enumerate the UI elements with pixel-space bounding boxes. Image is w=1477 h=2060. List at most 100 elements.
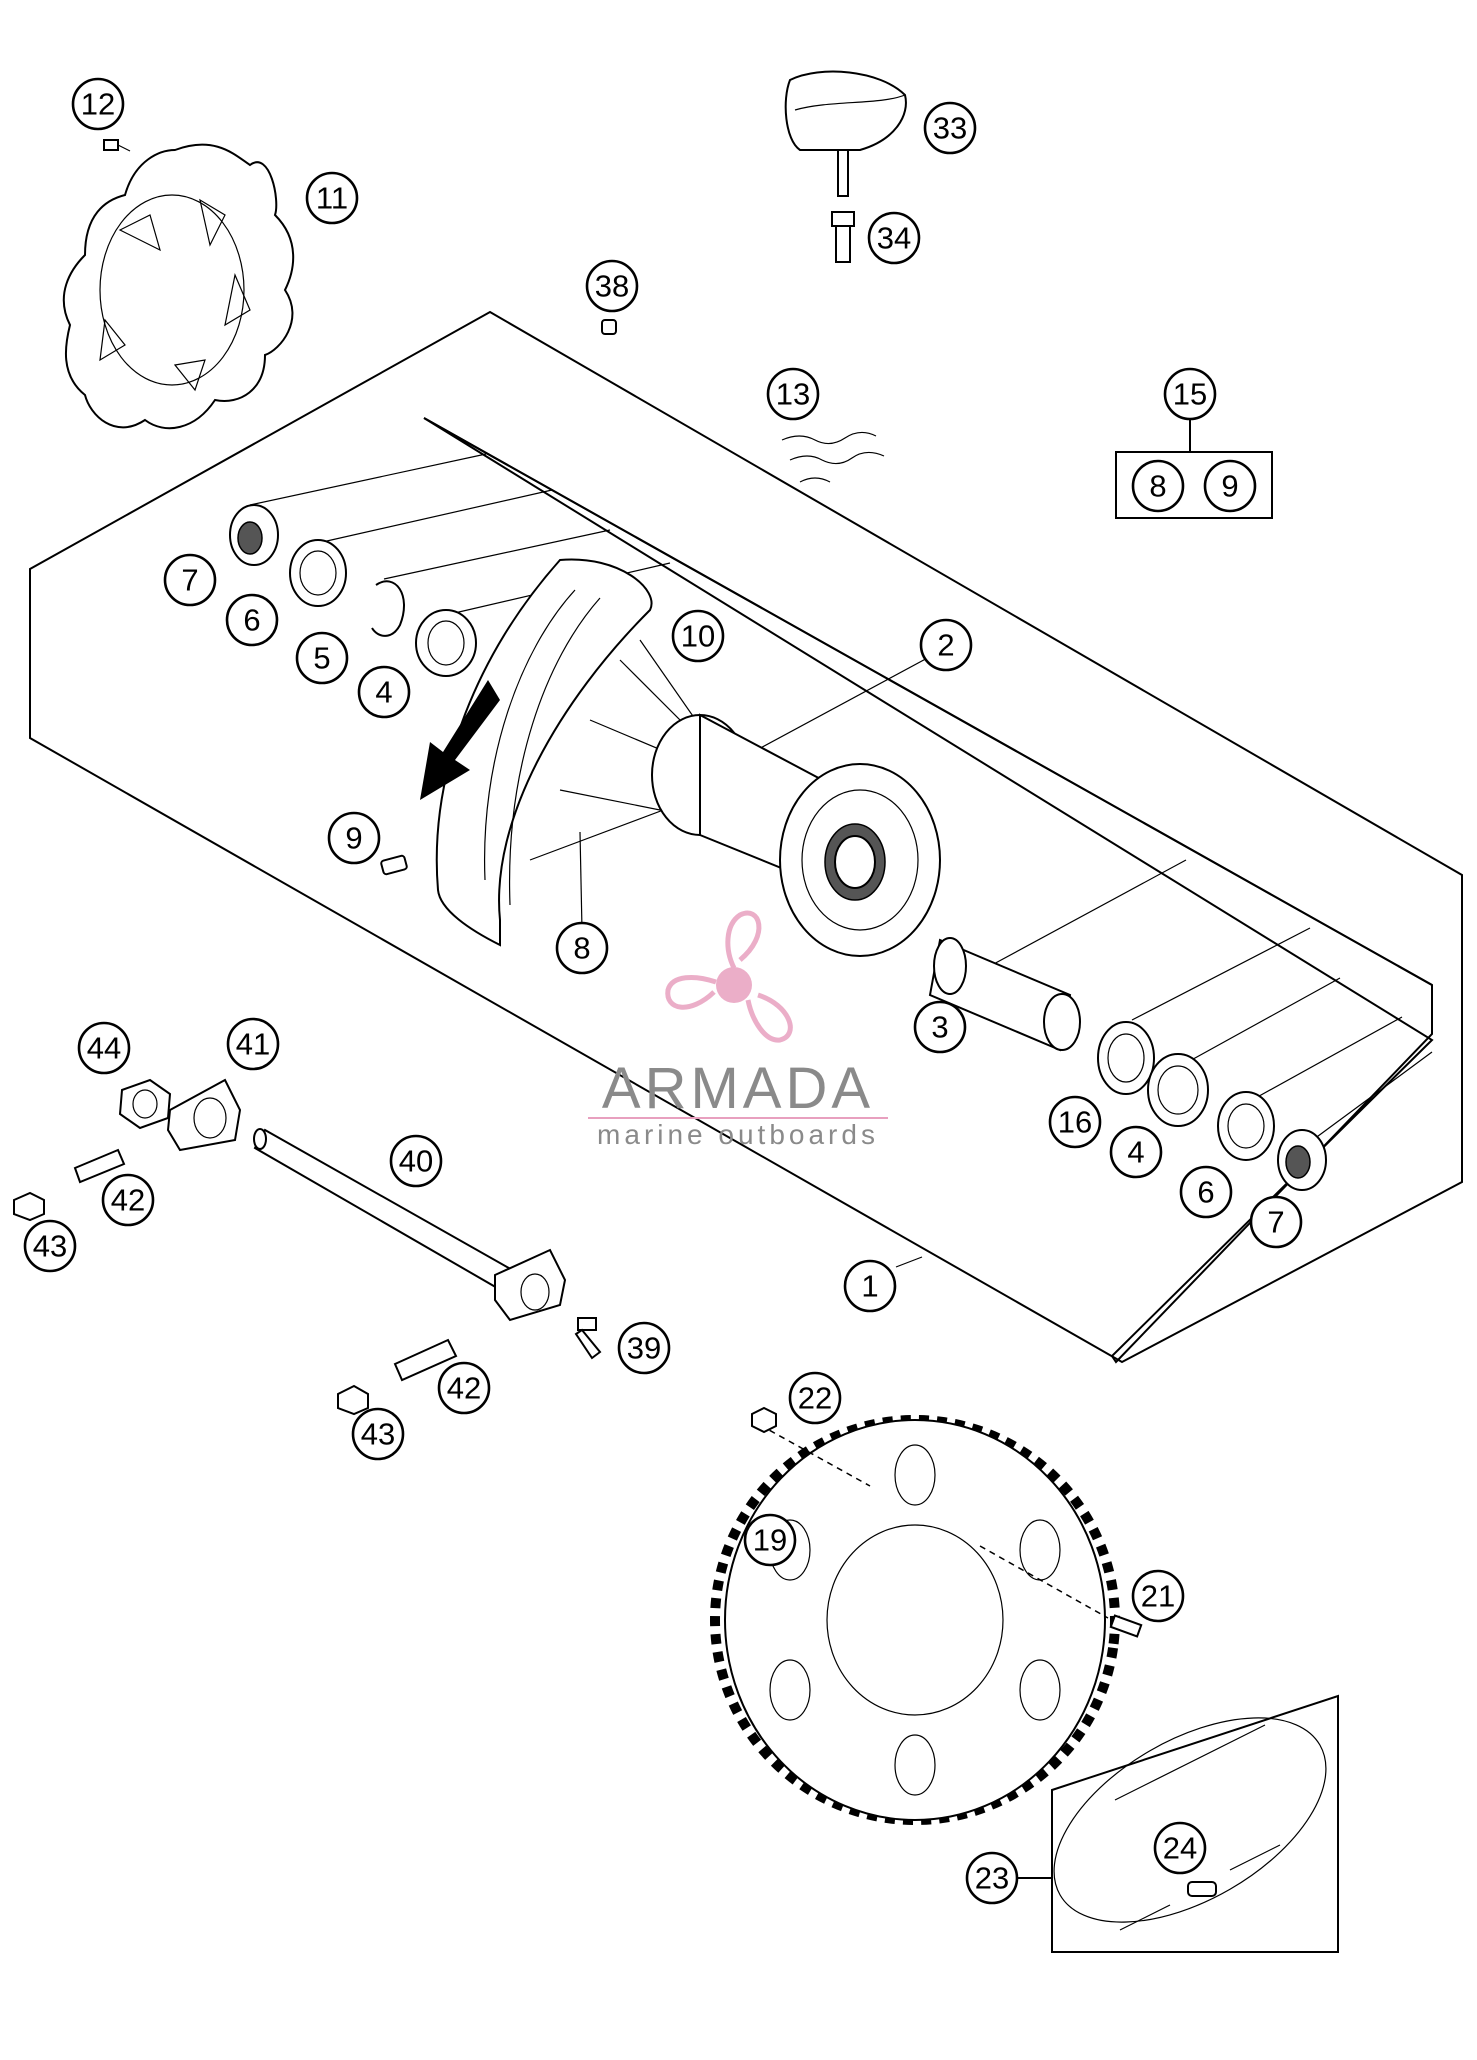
watermark-logo: [665, 910, 793, 1043]
chain-link-24: [1187, 1881, 1217, 1897]
callout-label: 34: [877, 221, 911, 256]
hub-assembly-outline: [423, 417, 1434, 1364]
chain-23: [1053, 1717, 1327, 1931]
callout-6-left: 6: [225, 593, 279, 647]
callout-label: 9: [1221, 469, 1238, 504]
callout-38: 38: [585, 259, 639, 313]
callout-label: 2: [937, 628, 954, 663]
callout-label: 19: [753, 1523, 787, 1558]
callout-40: 40: [389, 1134, 443, 1188]
watermark-brand: ARMADA: [602, 1056, 874, 1121]
wheel-assembly-outline: [29, 310, 1463, 1364]
callout-19: 19: [743, 1513, 797, 1567]
spacer-3: [928, 937, 1081, 1052]
callout-34: 34: [867, 211, 921, 265]
callout-8: 8: [555, 921, 609, 975]
callout-label: 16: [1058, 1105, 1092, 1140]
callout-label: 21: [1141, 1579, 1175, 1614]
bolt-42b: [393, 1338, 458, 1382]
callout-label: 43: [33, 1229, 67, 1264]
callout-42-upper: 42: [101, 1173, 155, 1227]
callout-label: 7: [1267, 1205, 1284, 1240]
chain-adjuster-41: [166, 1078, 242, 1152]
nut-43b: [337, 1384, 369, 1416]
callout-15-9: 9: [1203, 459, 1257, 513]
callout-label: 42: [447, 1371, 481, 1406]
callout-label: 10: [681, 619, 715, 654]
callout-label: 6: [243, 603, 260, 638]
chain-kit-box: [1018, 1694, 1339, 1953]
callout-label: 39: [627, 1331, 661, 1366]
callout-label: 4: [1127, 1135, 1144, 1170]
callout-label: 9: [345, 821, 362, 856]
screw-12: [103, 139, 131, 152]
callout-22: 22: [788, 1371, 842, 1425]
screw-39: [574, 1317, 602, 1360]
callout-3: 3: [913, 1000, 967, 1054]
callout-43-upper: 43: [23, 1219, 77, 1273]
kit-box-15: [1115, 414, 1273, 519]
callout-label: 23: [975, 1861, 1009, 1896]
rim-tape-13: [781, 431, 885, 483]
callout-label: 42: [111, 1183, 145, 1218]
callout-label: 4: [375, 675, 392, 710]
rim-10: [435, 558, 653, 947]
leader-lines: [249, 453, 1433, 1268]
callout-44: 44: [77, 1021, 131, 1075]
callout-label: 33: [933, 111, 967, 146]
callout-label: 1: [861, 1269, 878, 1304]
callout-label: 8: [573, 931, 590, 966]
callout-21: 21: [1131, 1569, 1185, 1623]
bolt-34: [831, 211, 855, 263]
callout-label: 7: [181, 563, 198, 598]
left-bearings: [229, 504, 477, 677]
callout-15-8: 8: [1131, 459, 1185, 513]
callout-12: 12: [71, 77, 125, 131]
callout-33: 33: [923, 101, 977, 155]
callout-10: 10: [671, 609, 725, 663]
brake-disc: [62, 143, 295, 430]
nut-44: [118, 1078, 172, 1130]
callout-label: 24: [1163, 1831, 1197, 1866]
valve-cap-38: [601, 319, 617, 335]
callout-6-right: 6: [1179, 1165, 1233, 1219]
direction-arrow: [420, 680, 500, 800]
callout-2: 2: [919, 618, 973, 672]
sprocket-19: [710, 1415, 1120, 1825]
callout-label: 44: [87, 1031, 121, 1066]
callout-label: 8: [1149, 469, 1166, 504]
callout-label: 41: [236, 1027, 270, 1062]
callout-16: 16: [1048, 1095, 1102, 1149]
axle-40: [253, 1128, 567, 1322]
watermark-tagline: marine outboards: [597, 1119, 879, 1150]
nut-22: [751, 1406, 777, 1434]
stand-33: [784, 70, 907, 197]
callout-7-right: 7: [1249, 1195, 1303, 1249]
hub-2: [651, 713, 941, 957]
callout-label: 38: [595, 269, 629, 304]
callout-label: 5: [313, 641, 330, 676]
callout-label: 11: [316, 181, 348, 216]
callout-4-right: 4: [1109, 1125, 1163, 1179]
callout-15: 15: [1163, 367, 1217, 421]
callout-4-left: 4: [357, 665, 411, 719]
callout-label: 15: [1173, 377, 1207, 412]
right-bearings: [1097, 1021, 1327, 1191]
callout-7-left: 7: [163, 553, 217, 607]
callout-11: 11: [305, 171, 359, 225]
nut-43a: [13, 1191, 45, 1222]
bolt-42a: [73, 1148, 126, 1184]
callout-43-lower: 43: [351, 1407, 405, 1461]
callout-label: 13: [776, 377, 810, 412]
callout-5: 5: [295, 631, 349, 685]
callout-39: 39: [617, 1321, 671, 1375]
valve-9: [380, 854, 408, 876]
callout-label: 12: [81, 87, 115, 122]
callout-24: 24: [1153, 1821, 1207, 1875]
callout-label: 43: [361, 1417, 395, 1452]
callout-41: 41: [226, 1017, 280, 1071]
callout-label: 40: [399, 1144, 433, 1179]
bolt-21: [1109, 1614, 1143, 1638]
callout-42-lower: 42: [437, 1361, 491, 1415]
